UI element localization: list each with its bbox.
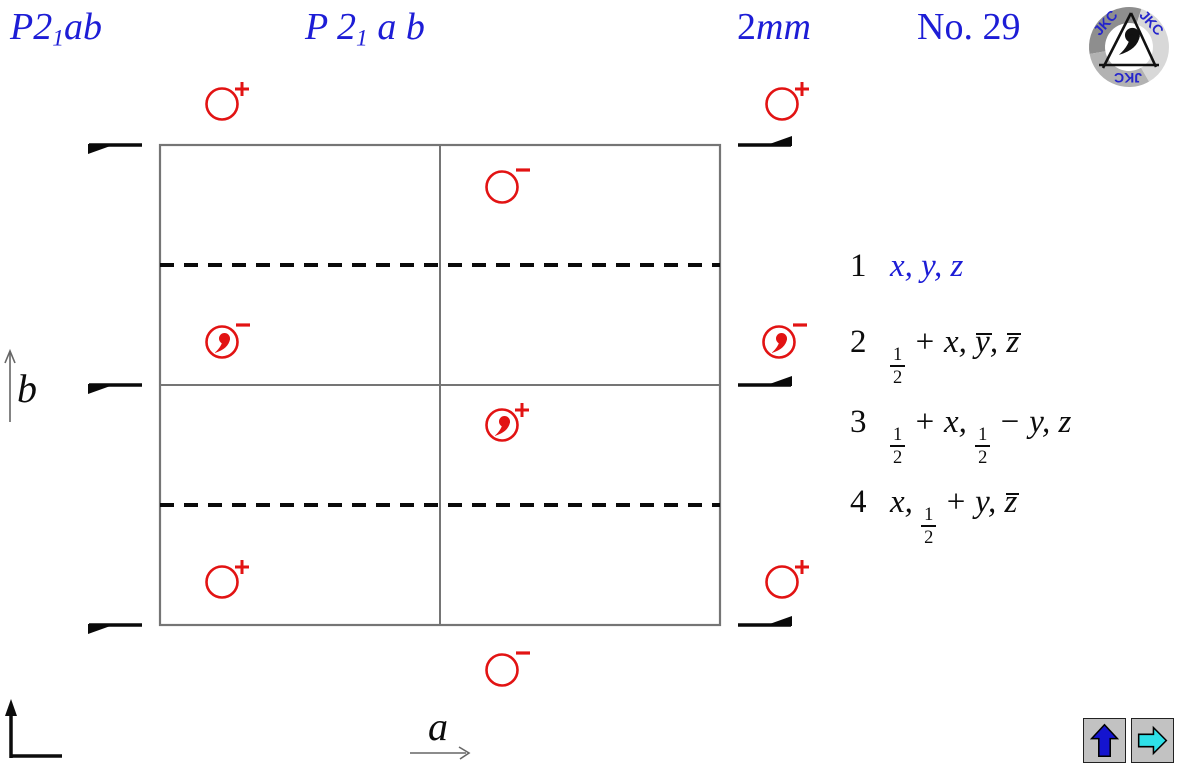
screw-axis-half-arrow-icon: [88, 383, 142, 394]
symmetry-symbol-comma: [485, 403, 529, 442]
point-group-symbol: 2mm: [737, 6, 811, 48]
screw-axis-half-arrow-icon: [88, 143, 142, 154]
symmetry-symbol-comma: [205, 323, 250, 359]
atom-circle: [765, 87, 799, 121]
symmetry-symbol-circle: [765, 82, 809, 121]
comma-tail: [214, 338, 230, 353]
atom-circle: [762, 325, 796, 359]
a-axis: a: [410, 704, 471, 760]
b-axis: b: [4, 348, 37, 422]
glide-plane-lines: [160, 263, 720, 507]
space-group-symbol-full: P 21 a b: [305, 6, 425, 52]
screw-axis-half-arrow-icon: [88, 623, 142, 634]
half-arrow-barb: [88, 624, 116, 634]
symmetry-symbol-circle: [765, 560, 809, 599]
origin-axes-icon: [5, 699, 62, 758]
symmetry-symbol-circle: [205, 82, 249, 121]
atom-circle: [485, 170, 519, 204]
equivalent-position-symbols: [205, 82, 809, 687]
symmetry-symbol-circle: [205, 560, 249, 599]
half-arrow-barb: [764, 376, 792, 386]
atom-circle: [205, 565, 239, 599]
up-arrow-icon: [1089, 723, 1120, 757]
comma-glyph: [771, 333, 787, 353]
unit-cell-outline: [158, 143, 722, 627]
screw-axis-arrows: [88, 136, 792, 634]
b-axis-label: b: [17, 366, 37, 411]
right-arrow-icon: [1137, 725, 1168, 756]
symmetry-symbol-comma: [762, 323, 807, 359]
symmetry-symbol-circle: [485, 651, 530, 687]
atom-circle: [205, 325, 239, 359]
screw-axis-half-arrow-icon: [738, 376, 792, 387]
a-axis-label: a: [428, 704, 448, 749]
symmetry-symbol-circle: [485, 168, 530, 204]
b-axis-arrowhead-icon: [4, 348, 16, 364]
space-group-symbol-short: P21ab: [10, 6, 102, 52]
logo-letters: JKC: [1114, 70, 1142, 86]
screw-axis-half-arrow-icon: [738, 136, 792, 147]
comma-tail: [494, 421, 510, 436]
comma-glyph: [214, 333, 230, 353]
a-axis-arrowhead-icon: [458, 746, 471, 760]
space-group-number: No. 29: [917, 6, 1021, 48]
half-arrow-barb: [88, 144, 116, 154]
half-arrow-barb: [764, 136, 792, 146]
comma-glyph: [494, 416, 510, 436]
forward-button[interactable]: [1131, 718, 1174, 763]
atom-circle: [765, 565, 799, 599]
logo-comma-glyph: [1118, 27, 1140, 55]
screw-axis-half-arrow-icon: [738, 616, 792, 627]
half-arrow-barb: [88, 384, 116, 394]
atom-circle: [485, 653, 519, 687]
atom-circle: [205, 87, 239, 121]
atom-circle: [485, 408, 519, 442]
up-button[interactable]: [1083, 718, 1126, 763]
comma-tail: [771, 338, 787, 353]
half-arrow-barb: [764, 616, 792, 626]
jkc-logo-icon: JKC JKC JKC: [1089, 7, 1169, 87]
